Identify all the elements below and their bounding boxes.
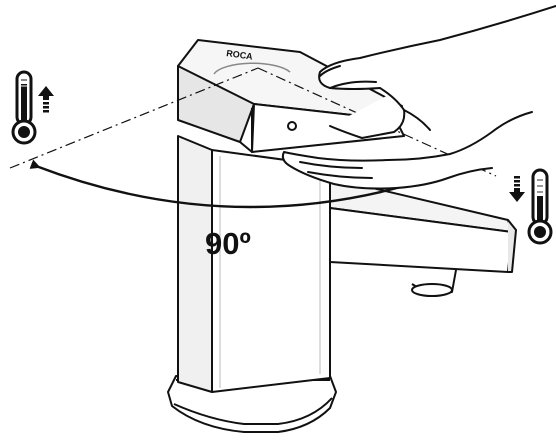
hand-lower <box>281 109 533 190</box>
faucet-spout <box>329 177 517 297</box>
arrow-down-icon <box>509 176 525 202</box>
thermometer-hot-icon <box>11 70 37 145</box>
angle-label: 90º <box>205 226 251 261</box>
hand-upper <box>318 5 556 139</box>
brand-mark: ROCA <box>226 48 254 62</box>
thermometer-cold-icon <box>527 168 553 245</box>
arrow-up-icon <box>38 86 54 113</box>
faucet-body <box>177 135 331 393</box>
angle-guide-lines <box>9 67 497 177</box>
faucet-handle[interactable]: ROCA <box>177 39 405 153</box>
